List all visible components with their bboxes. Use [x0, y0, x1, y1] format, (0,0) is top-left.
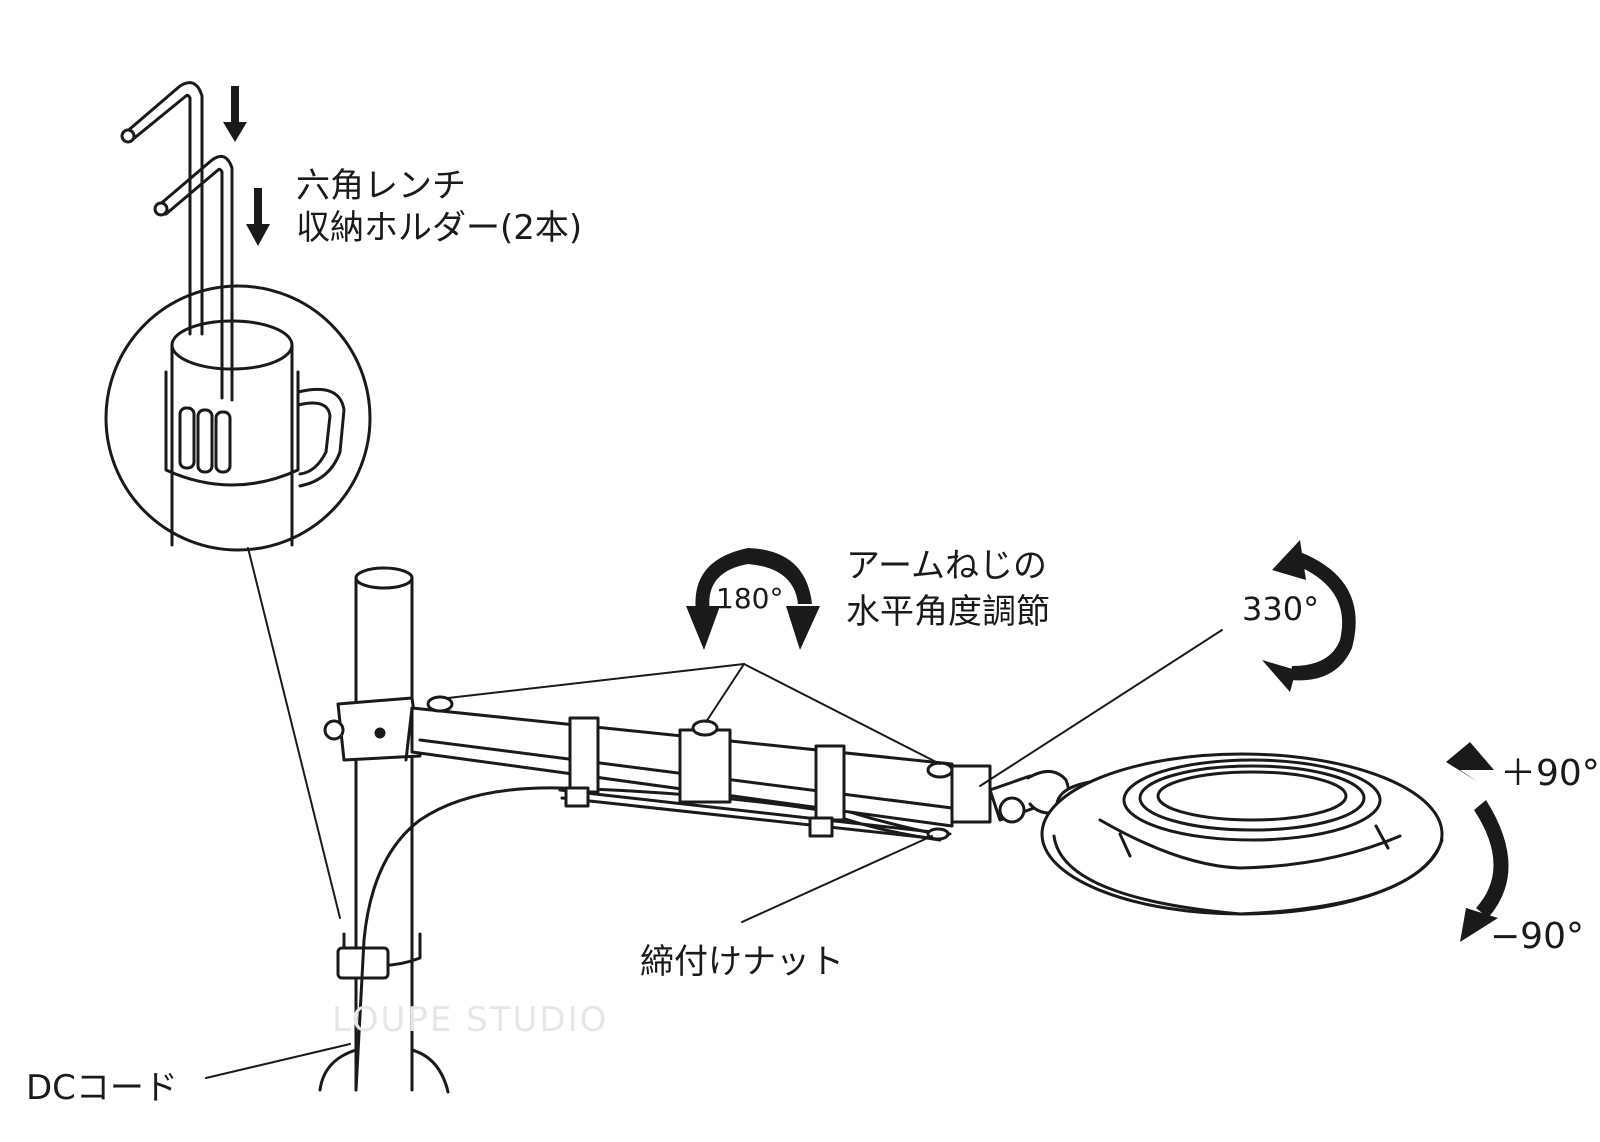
angle-330-label: 330° [1242, 590, 1320, 628]
detail-callout [104, 284, 372, 919]
arrow-down-icon [223, 86, 270, 246]
hex-wrench-icon [120, 81, 234, 402]
stand-pole [318, 566, 450, 1094]
hex-wrench-label-line1: 六角レンチ [296, 166, 466, 206]
leader-lines [205, 629, 1223, 1079]
tilt-up-label: ＋90° [1500, 753, 1600, 794]
angle-180-label: 180° [716, 582, 784, 615]
tilt-arrow-icon [1446, 742, 1509, 942]
tilt-down-label: −90° [1490, 916, 1584, 957]
arm-screw-label-line1: アームねじの [846, 546, 1047, 586]
dc-cord-label: DCコード [26, 1068, 178, 1108]
dc-cord [354, 786, 948, 1092]
watermark: LOUPE STUDIO [332, 1000, 609, 1040]
magnifier-head [1040, 752, 1444, 916]
rotation-arrow-330-icon [1262, 540, 1356, 692]
arm-assembly [323, 695, 1071, 841]
tighten-nut-label: 締付けナット [640, 942, 844, 982]
arm-screw-label-line2: 水平角度調節 [846, 592, 1050, 632]
cord-clip [336, 932, 422, 980]
hex-wrench-label-line2: 収納ホルダー(2本) [296, 208, 583, 248]
rotation-arrow-180-icon [686, 548, 820, 650]
